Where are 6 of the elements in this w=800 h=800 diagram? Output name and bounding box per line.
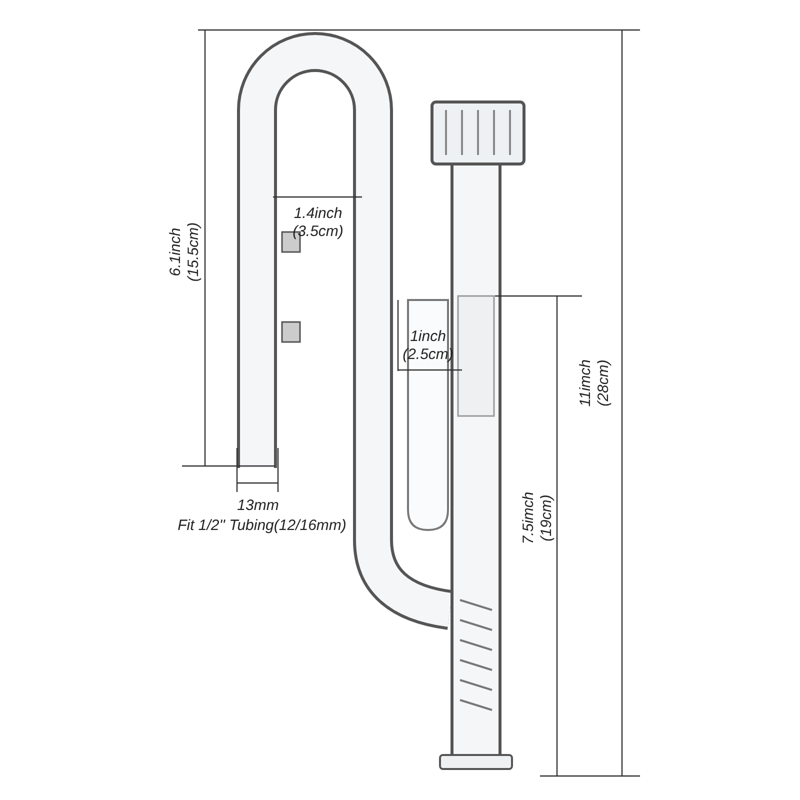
dimension-label: 1.4inch (3.5cm) <box>292 205 344 241</box>
dimension-label: Fit 1/2'' Tubing(12/16mm) <box>178 517 346 535</box>
dimension-label: 13mm <box>237 497 279 515</box>
dimension-label: 7.5imch (19cm) <box>520 492 556 544</box>
dimension-label: 11imch (28cm) <box>577 359 613 407</box>
dimension-label: 6.1inch (15.5cm) <box>167 222 203 282</box>
